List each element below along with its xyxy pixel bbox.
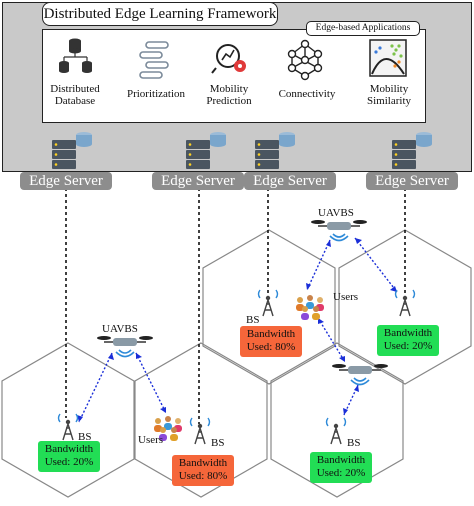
users-label: Users xyxy=(138,434,164,446)
app-label: Prediction xyxy=(206,95,252,107)
bandwidth-badge: Bandwidth Used: 20% xyxy=(310,452,372,483)
bs-tower-icon xyxy=(189,417,211,445)
users-label: Users xyxy=(333,291,359,303)
bandwidth-badge: Bandwidth Used: 80% xyxy=(240,326,302,357)
server-rack-icon xyxy=(255,132,295,169)
edge-server-label: Edge Server xyxy=(20,172,112,190)
edge-server-label: Edge Server xyxy=(366,172,458,190)
wireless-link xyxy=(306,239,331,291)
bandwidth-label: Bandwidth xyxy=(44,443,94,455)
bs-label: BS xyxy=(246,314,260,326)
wireless-link xyxy=(354,237,398,293)
mobility-prediction-icon xyxy=(211,44,246,74)
cell-hexagon xyxy=(1,342,135,498)
cell-hexagon xyxy=(134,342,268,498)
bandwidth-value: Used: 80% xyxy=(178,470,228,482)
bandwidth-label: Bandwidth xyxy=(178,457,228,469)
bandwidth-label: Bandwidth xyxy=(316,454,366,466)
prioritization-icon xyxy=(139,41,169,79)
bs-tower-icon xyxy=(325,417,347,445)
app-label: Connectivity xyxy=(278,88,336,100)
bs-tower-icon xyxy=(394,289,416,317)
bs-tower-icon xyxy=(57,413,79,441)
server-rack-icon xyxy=(52,132,92,169)
bandwidth-value: Used: 20% xyxy=(44,456,94,468)
bs-label: BS xyxy=(347,437,361,449)
wireless-link xyxy=(135,352,167,414)
app-label: Database xyxy=(54,95,96,107)
database-icon xyxy=(59,38,92,73)
app-distributed-database: Distributed Database xyxy=(45,83,105,107)
app-prioritization: Prioritization xyxy=(120,88,192,100)
mobility-similarity-icon xyxy=(369,39,407,77)
server-rack-icon xyxy=(392,132,432,169)
users-group-icon xyxy=(154,416,182,441)
server-rack-icon xyxy=(186,132,226,169)
bandwidth-badge: Bandwidth Used: 20% xyxy=(377,325,439,356)
bs-tower-icon xyxy=(257,289,279,317)
connectivity-icon xyxy=(287,39,323,81)
edge-applications-box xyxy=(42,29,426,123)
bandwidth-label: Bandwidth xyxy=(246,328,296,340)
bandwidth-badge: Bandwidth Used: 20% xyxy=(38,441,100,472)
app-label: Distributed xyxy=(50,83,100,95)
uav-drone-icon xyxy=(332,364,388,386)
bs-label: BS xyxy=(211,437,225,449)
framework-title: Distributed Edge Learning Framework xyxy=(42,2,278,26)
cell-hexagon xyxy=(202,229,336,385)
bandwidth-value: Used: 20% xyxy=(316,467,366,479)
bandwidth-value: Used: 80% xyxy=(246,341,296,353)
app-label: Prioritization xyxy=(126,88,186,100)
bandwidth-value: Used: 20% xyxy=(383,340,433,352)
app-label: Similarity xyxy=(367,95,411,107)
edge-server-label: Edge Server xyxy=(152,172,244,190)
bandwidth-label: Bandwidth xyxy=(383,327,433,339)
cell-hexagon xyxy=(270,342,404,498)
uavbs-label: UAVBS xyxy=(318,207,354,219)
wireless-link xyxy=(317,317,346,363)
app-mobility-similarity: Mobility Similarity xyxy=(358,83,420,107)
app-label: Mobility xyxy=(369,83,409,95)
app-label: Mobility xyxy=(209,83,249,95)
uavbs-label: UAVBS xyxy=(102,323,138,335)
edge-server-label: Edge Server xyxy=(244,172,336,190)
app-mobility-prediction: Mobility Prediction xyxy=(198,83,260,107)
app-connectivity: Connectivity xyxy=(275,88,339,100)
users-group-icon xyxy=(296,295,324,320)
edge-applications-title: Edge-based Applications xyxy=(306,21,420,36)
bandwidth-badge: Bandwidth Used: 80% xyxy=(172,455,234,486)
uav-drone-icon xyxy=(311,220,367,242)
cell-hexagon xyxy=(338,229,472,385)
wireless-link xyxy=(78,352,113,423)
uav-drone-icon xyxy=(97,336,153,358)
bs-label: BS xyxy=(78,431,92,443)
